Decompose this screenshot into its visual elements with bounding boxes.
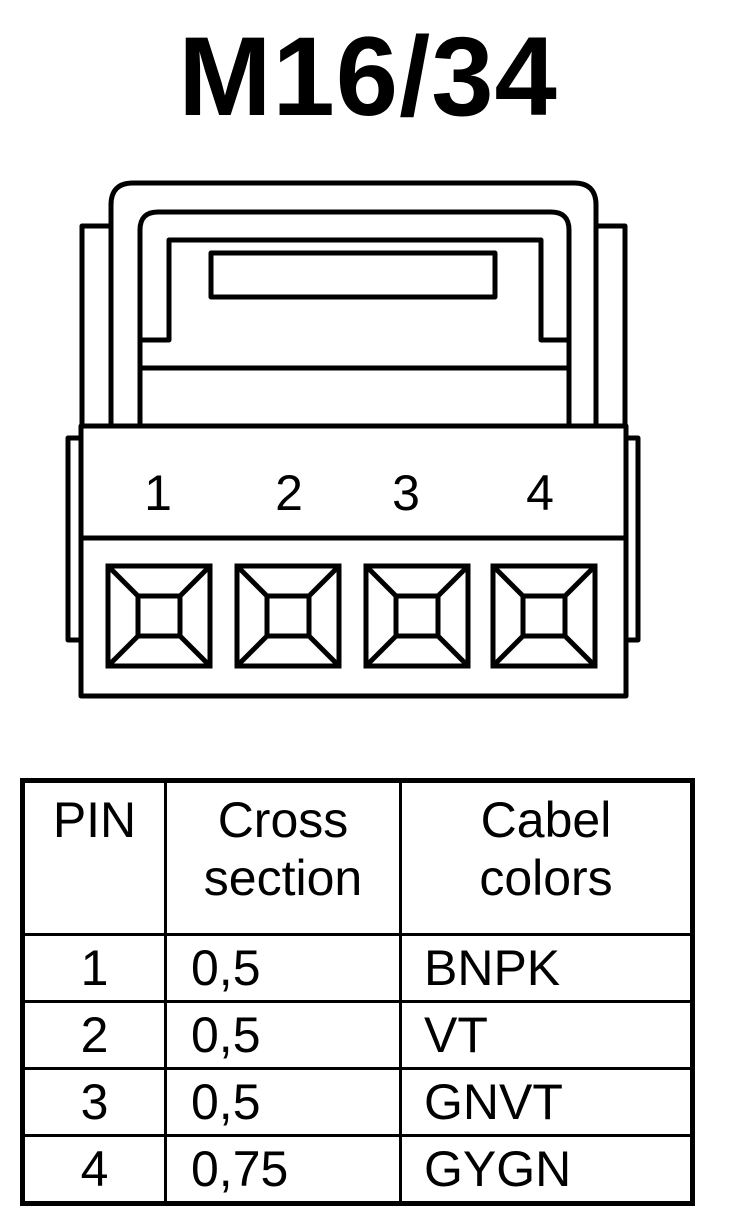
pin-label: 1 bbox=[144, 465, 172, 521]
pin-assignment-table: PIN Cross section Cabel colors 1 0,5 BNP… bbox=[20, 778, 695, 1206]
left-flange bbox=[65, 435, 80, 643]
pin-label: 3 bbox=[392, 465, 420, 521]
pin-terminal-2 bbox=[234, 563, 342, 669]
cell-pin: 4 bbox=[21, 1134, 167, 1205]
cell-pin: 1 bbox=[21, 933, 167, 1003]
table-row: 1 0,5 BNPK bbox=[21, 933, 694, 1003]
cell-cross-section: 0,75 bbox=[164, 1134, 402, 1205]
header-cable-colors: Cabel colors bbox=[399, 779, 694, 936]
cell-cross-section: 0,5 bbox=[164, 1067, 402, 1137]
cell-cross-section: 0,5 bbox=[164, 933, 402, 1003]
cell-pin: 2 bbox=[21, 1000, 167, 1070]
cell-colors: GYGN bbox=[399, 1134, 694, 1205]
left-rail bbox=[79, 223, 111, 425]
table-row: 3 0,5 GNVT bbox=[21, 1067, 694, 1137]
cell-cross-section: 0,5 bbox=[164, 1000, 402, 1070]
header-line: colors bbox=[479, 850, 613, 906]
right-flange bbox=[626, 435, 641, 643]
latch-tab bbox=[208, 250, 498, 300]
header-pin: PIN bbox=[21, 779, 167, 936]
right-rail bbox=[596, 223, 628, 425]
header-line: Cross bbox=[217, 792, 349, 848]
pin-terminal-1 bbox=[105, 563, 213, 669]
latch-inner bbox=[137, 209, 572, 425]
connector-body bbox=[78, 423, 629, 699]
cell-colors: BNPK bbox=[399, 933, 694, 1003]
table-row: 4 0,75 GYGN bbox=[21, 1134, 694, 1205]
pin-label: 4 bbox=[526, 465, 554, 521]
header-cross-section: Cross section bbox=[164, 779, 402, 936]
cell-colors: GNVT bbox=[399, 1067, 694, 1137]
pin-label: 2 bbox=[275, 465, 303, 521]
cell-pin: 3 bbox=[21, 1067, 167, 1137]
header-line: Cabel bbox=[480, 792, 612, 848]
pin-terminal-3 bbox=[363, 563, 471, 669]
latch-clip bbox=[140, 237, 569, 343]
header-line: PIN bbox=[52, 792, 137, 848]
connector-diagram: 1 2 3 4 bbox=[65, 180, 641, 699]
pin-terminal-4 bbox=[490, 563, 598, 669]
cell-colors: VT bbox=[399, 1000, 694, 1070]
connector-title: M16/34 bbox=[178, 14, 558, 139]
latch-outer bbox=[108, 180, 599, 425]
table-row: 2 0,5 VT bbox=[21, 1000, 694, 1070]
table-header-row: PIN Cross section Cabel colors bbox=[21, 779, 694, 936]
header-line: section bbox=[203, 850, 363, 906]
